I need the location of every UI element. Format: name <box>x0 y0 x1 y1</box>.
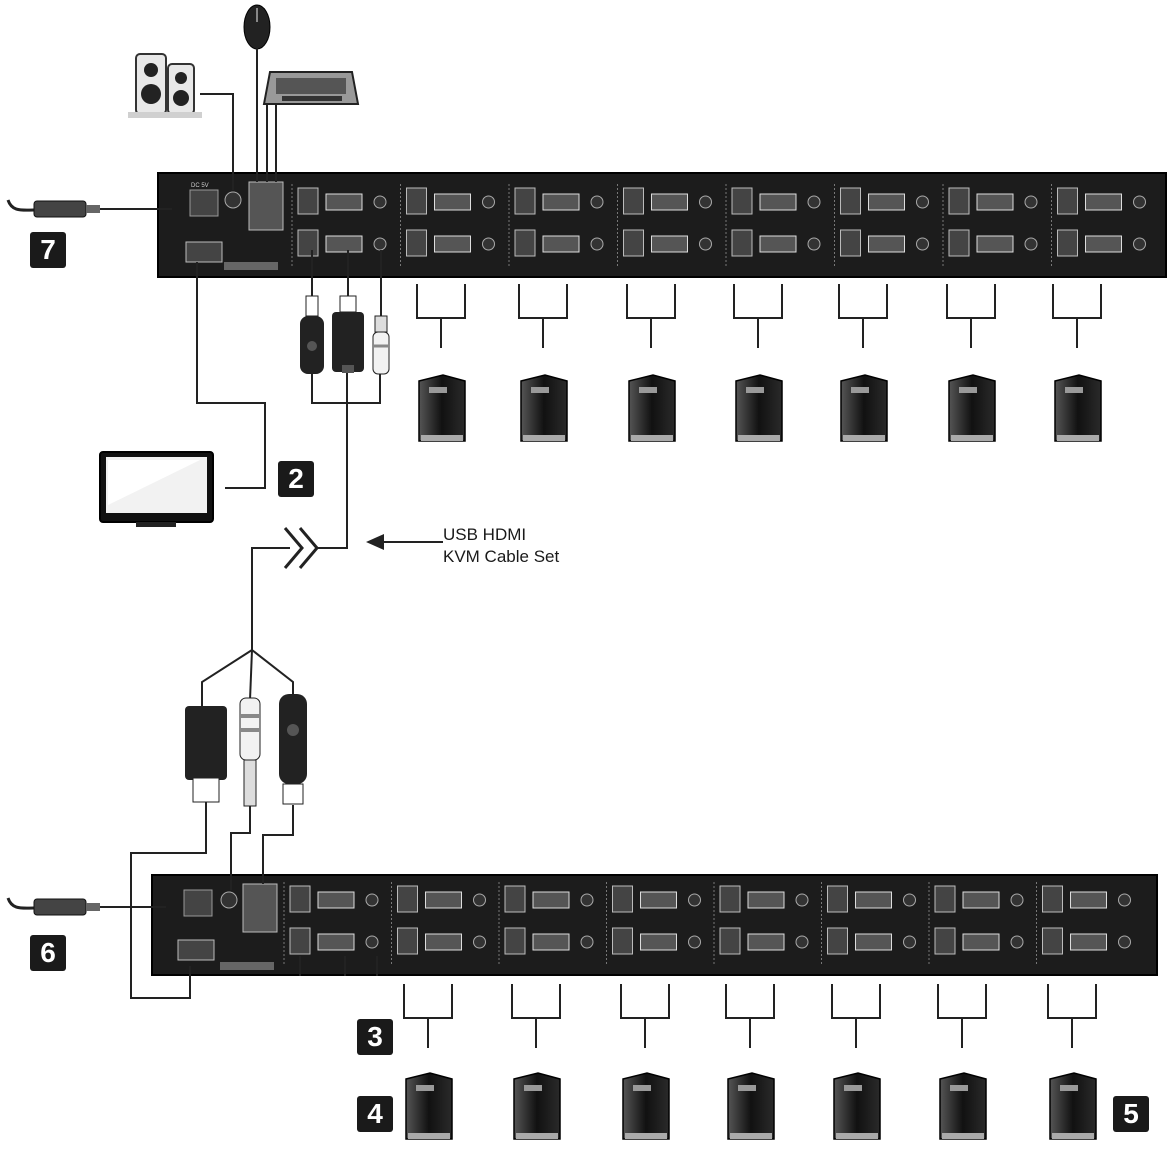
callout-5: 5 <box>1113 1096 1149 1132</box>
computer-icon <box>403 984 453 1140</box>
computer-icon <box>620 984 670 1140</box>
cpu-port-group <box>928 882 1024 966</box>
cpu-port-group <box>725 184 821 268</box>
monitor-icon <box>99 451 214 527</box>
arrow-icon <box>366 534 384 550</box>
bottom-computers <box>403 984 1097 1140</box>
top-console-label <box>224 262 278 270</box>
computer-icon <box>946 284 996 442</box>
cpu-port-group <box>1051 184 1146 268</box>
cpu-port-group <box>942 184 1038 268</box>
callout-4: 4 <box>357 1096 393 1132</box>
callout-7: 7 <box>30 232 66 268</box>
bottom-audio-port <box>220 891 238 909</box>
computer-icon <box>831 984 881 1140</box>
computer-icon <box>937 984 987 1140</box>
speakers-icon <box>128 53 202 118</box>
computer-icon <box>1052 284 1102 442</box>
cpu-port-group <box>713 882 809 966</box>
bottom-power-jack <box>183 889 213 917</box>
cpu-port-group <box>834 184 929 268</box>
top-audio-connector-icon <box>372 315 390 375</box>
computer-icon <box>416 284 466 442</box>
cpu-port-group <box>821 882 916 966</box>
cpu-port-group <box>498 882 594 966</box>
top-computers <box>416 284 1102 442</box>
keyboard-icon <box>262 71 360 105</box>
computer-icon <box>626 284 676 442</box>
bottom-power-adapter-icon <box>6 897 166 916</box>
top-power-jack <box>189 189 219 217</box>
cpu-port-group <box>606 882 701 966</box>
svg-text:DC 5V: DC 5V <box>191 183 209 189</box>
annotation-line-1: USB HDMI <box>443 525 527 544</box>
cpu-port-group <box>291 184 387 268</box>
computer-icon <box>733 284 783 442</box>
bottom-console-label <box>220 962 274 970</box>
cpu-port-group <box>283 882 379 966</box>
cpu-port-group <box>391 882 486 966</box>
bottom-hdmi-connector-icon <box>185 706 227 803</box>
top-kvm-panel <box>157 172 1167 278</box>
annotation-line-2: KVM Cable Set <box>443 547 560 566</box>
computer-icon <box>511 984 561 1140</box>
computer-icon <box>1047 984 1097 1140</box>
computer-icon <box>518 284 568 442</box>
top-power-adapter-icon <box>6 199 172 218</box>
top-port-groups <box>291 184 1146 268</box>
top-kvm-switch: DC 5V <box>157 172 1167 278</box>
callout-2: 2 <box>278 461 314 497</box>
callout-3: 3 <box>357 1019 393 1055</box>
top-audio-port <box>224 191 242 209</box>
mouse-icon <box>243 4 271 50</box>
cpu-port-group <box>508 184 604 268</box>
bottom-kvm-switch <box>151 874 1158 976</box>
cpu-port-group <box>617 184 712 268</box>
cpu-port-group <box>1036 882 1131 966</box>
top-usb-connector-icon <box>300 295 324 374</box>
bottom-usb-connector-icon <box>279 694 307 805</box>
top-hdmi-connector-icon <box>332 295 364 373</box>
cpu-port-group <box>400 184 495 268</box>
bottom-audio-connector-icon <box>239 697 261 807</box>
bottom-port-groups <box>283 882 1131 966</box>
bottom-console-usb-ports <box>242 883 278 933</box>
computer-icon <box>725 984 775 1140</box>
callout-6: 6 <box>30 935 66 971</box>
top-console-usb-ports <box>248 181 284 231</box>
computer-icon <box>838 284 888 442</box>
top-console-hdmi-port <box>185 241 223 263</box>
cable-set-annotation: USB HDMI KVM Cable Set <box>443 524 559 568</box>
bottom-console-hdmi-port <box>177 939 215 961</box>
